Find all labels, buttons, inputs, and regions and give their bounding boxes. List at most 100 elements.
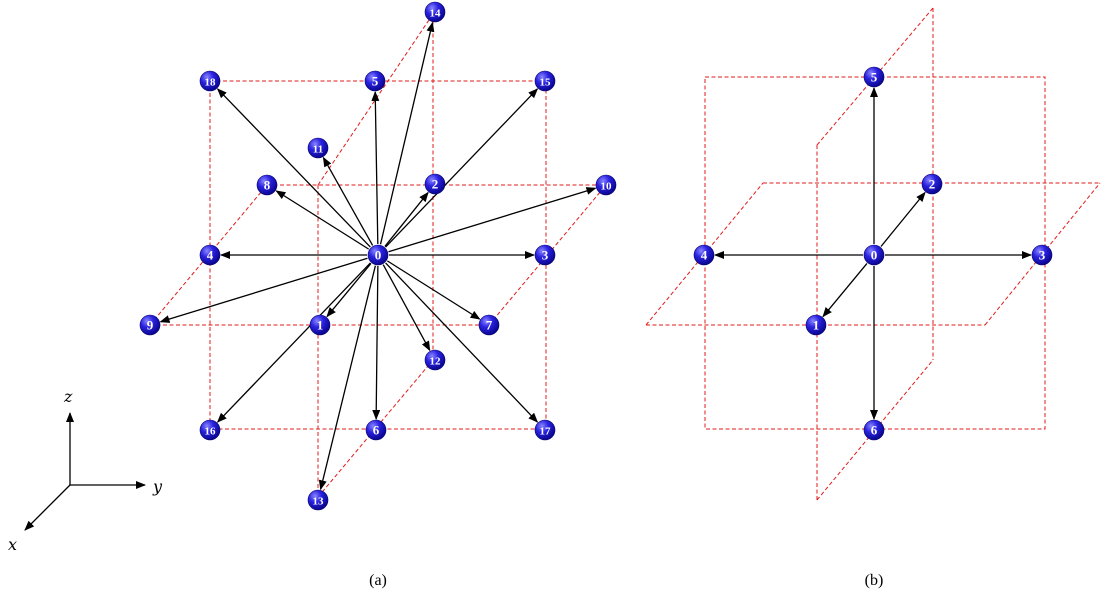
node-ball-a	[478, 314, 500, 336]
node-ball-b	[1031, 244, 1053, 266]
velocity-arrow-13-a	[318, 265, 377, 491]
node-ball-b	[805, 314, 827, 336]
node-label-a: 18	[205, 77, 217, 89]
node-ball-b	[921, 173, 943, 195]
node-ball-a	[424, 349, 446, 371]
velocity-arrow-6-a	[372, 265, 381, 421]
lattice-node-15-a: 15	[534, 70, 556, 92]
velocity-arrow-7-a	[386, 260, 481, 320]
lattice-node-4-a: 4	[199, 244, 221, 266]
velocity-arrows-b	[714, 87, 1032, 420]
lattice-node-6-a: 6	[365, 419, 387, 441]
lattice-node-4-b: 4	[693, 244, 715, 266]
node-label-b: 1	[813, 318, 820, 333]
lattice-node-17-a: 17	[534, 419, 556, 441]
node-ball-a	[365, 419, 387, 441]
lattice-node-11-a: 11	[307, 137, 329, 159]
node-label-b: 4	[701, 248, 708, 263]
velocity-arrow-15-a	[385, 88, 539, 248]
node-ball-a	[139, 314, 161, 336]
coordinate-axes	[24, 412, 146, 531]
node-label-a: 4	[207, 248, 214, 263]
y-axis-label: y	[152, 477, 163, 496]
lattice-node-5-a: 5	[364, 70, 386, 92]
node-ball-a	[367, 244, 389, 266]
panel-b-d3q7: 0 1 2 3 4 5 6 (b)	[645, 7, 1101, 589]
lattice-node-3-a: 3	[534, 244, 556, 266]
node-ball-a	[256, 174, 278, 196]
node-label-a: 5	[372, 74, 379, 89]
node-ball-a	[424, 1, 446, 23]
lattice-node-14-a: 14	[424, 1, 446, 23]
node-label-a: 9	[147, 318, 154, 333]
node-ball-a	[309, 314, 331, 336]
lattice-node-16-a: 16	[199, 419, 221, 441]
node-label-b: 3	[1039, 248, 1046, 263]
node-label-a: 1	[317, 318, 324, 333]
velocity-arrow-9-a	[159, 257, 368, 323]
velocity-arrow-11-a	[322, 156, 374, 246]
velocity-arrow-1-b	[822, 263, 868, 318]
node-label-a: 14	[430, 8, 442, 20]
lattice-node-0-a: 0	[367, 244, 389, 266]
node-ball-a	[199, 70, 221, 92]
node-label-a: 7	[486, 318, 493, 333]
node-label-b: 6	[871, 423, 878, 438]
node-ball-a	[424, 173, 446, 195]
node-label-a: 11	[313, 144, 323, 156]
velocity-arrow-12-a	[382, 264, 431, 352]
node-ball-a	[307, 489, 329, 511]
lattice-node-12-a: 12	[424, 349, 446, 371]
x-axis-label: x	[8, 535, 17, 554]
node-label-a: 17	[540, 426, 552, 438]
node-ball-a	[199, 244, 221, 266]
velocity-arrow-14-a	[379, 21, 435, 245]
node-ball-b	[863, 419, 885, 441]
lattice-node-6-b: 6	[863, 419, 885, 441]
lattice-node-0-b: 0	[863, 244, 885, 266]
node-ball-a	[199, 419, 221, 441]
node-ball-a	[364, 70, 386, 92]
node-label-a: 10	[601, 181, 613, 193]
caption-b: (b)	[865, 572, 884, 589]
node-ball-b	[693, 244, 715, 266]
velocity-arrow-17-a	[385, 262, 539, 423]
node-label-a: 8	[264, 178, 271, 193]
node-ball-a	[534, 70, 556, 92]
node-label-a: 16	[205, 426, 217, 438]
node-label-a: 2	[432, 177, 439, 192]
velocity-arrow-16-a	[216, 262, 371, 423]
velocity-arrow-5-a	[371, 90, 380, 245]
caption-a: (a)	[369, 572, 387, 589]
lattice-node-9-a: 9	[139, 314, 161, 336]
node-ball-a	[534, 244, 556, 266]
node-label-a: 13	[313, 496, 325, 508]
node-label-a: 15	[540, 77, 552, 89]
node-ball-a	[595, 174, 617, 196]
nodes-b: 0 1 2 3 4 5 6	[693, 66, 1053, 441]
lattice-node-5-b: 5	[863, 66, 885, 88]
node-label-b: 2	[929, 177, 936, 192]
lattice-node-13-a: 13	[307, 489, 329, 511]
lattice-node-2-a: 2	[424, 173, 446, 195]
node-label-a: 6	[373, 423, 380, 438]
node-ball-b	[863, 66, 885, 88]
lattice-node-7-a: 7	[478, 314, 500, 336]
node-label-b: 5	[871, 70, 878, 85]
lattice-node-1-a: 1	[309, 314, 331, 336]
velocity-arrow-2-a	[384, 191, 429, 247]
velocity-arrow-1-a	[326, 263, 372, 318]
velocity-arrows-a	[159, 21, 597, 491]
x-axis-arrow	[24, 484, 71, 531]
node-label-b: 0	[871, 248, 878, 263]
lattice-node-2-b: 2	[921, 173, 943, 195]
velocity-arrow-18-a	[216, 88, 371, 248]
node-ball-a	[307, 137, 329, 159]
node-ball-a	[534, 419, 556, 441]
z-axis-label: z	[63, 387, 73, 406]
lattice-node-1-b: 1	[805, 314, 827, 336]
lattice-node-8-a: 8	[256, 174, 278, 196]
